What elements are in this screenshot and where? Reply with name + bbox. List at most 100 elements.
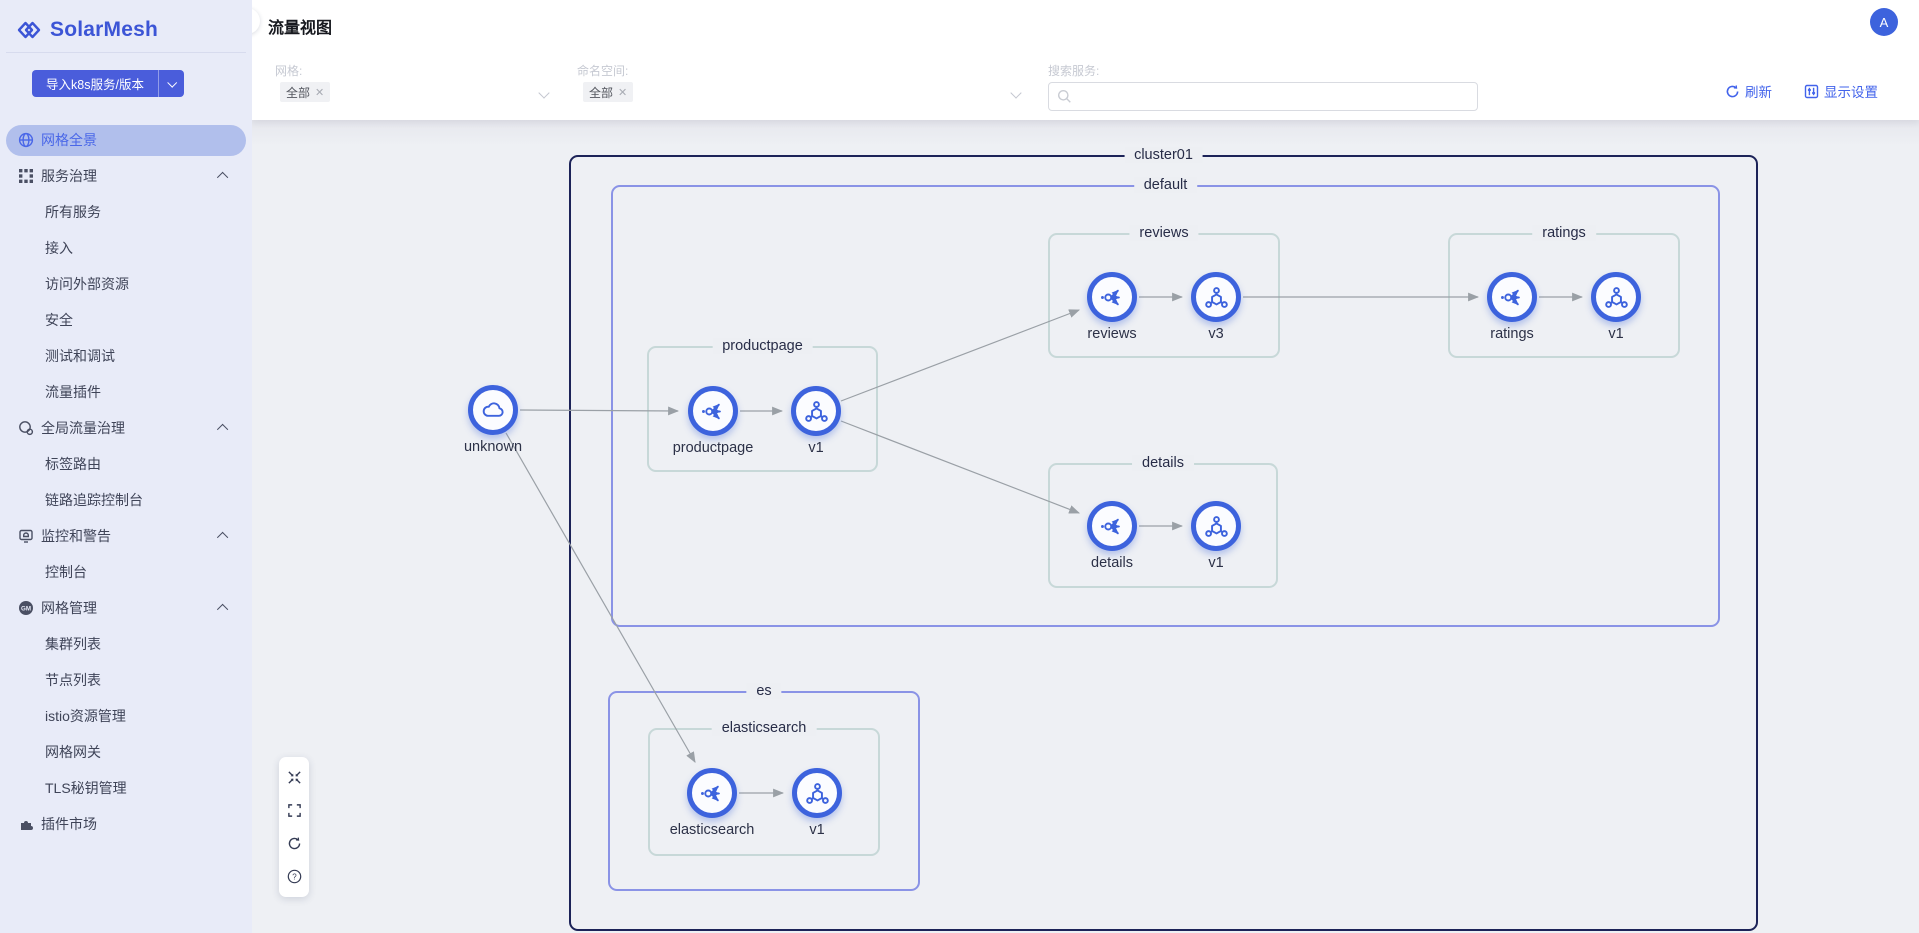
mesh-management-icon: GM	[18, 600, 34, 616]
page-title: 流量视图	[268, 20, 333, 37]
sidebar: SolarMesh 导入k8s服务/版本 网格全景 服务治理 所有服务 接入 访…	[0, 0, 252, 933]
monitor-alert-icon	[18, 528, 34, 544]
node-elasticsearch-v1[interactable]: v1	[747, 768, 887, 838]
refresh-button[interactable]: 刷新	[1725, 81, 1772, 101]
import-k8s-button[interactable]: 导入k8s服务/版本	[32, 70, 158, 97]
group-box-productpage: productpage	[647, 338, 878, 472]
workload-icon	[804, 400, 828, 422]
namespace-select-chevron-down-icon[interactable]	[1010, 87, 1022, 99]
sidebar-item-security[interactable]: 安全	[45, 312, 73, 328]
topology-canvas[interactable]: cluster01 default es productpage reviews…	[252, 120, 1919, 933]
global-traffic-icon	[18, 420, 34, 436]
avatar[interactable]: A	[1870, 8, 1898, 36]
chevron-up-icon	[216, 423, 229, 436]
group-label: ratings	[1532, 225, 1596, 241]
node-reviews-service[interactable]: reviews	[1042, 272, 1182, 342]
group-label: elasticsearch	[711, 720, 817, 736]
service-governance-icon	[18, 168, 34, 184]
node-reviews-v3[interactable]: v3	[1146, 272, 1286, 342]
sidebar-item-tracing-console[interactable]: 链路追踪控制台	[45, 492, 143, 508]
sidebar-item-label-routing[interactable]: 标签路由	[45, 456, 101, 472]
sidebar-item-tls-secrets[interactable]: TLS秘钥管理	[45, 780, 127, 796]
fit-view-button[interactable]	[281, 762, 307, 793]
sidebar-item-all-services[interactable]: 所有服务	[45, 204, 101, 220]
display-settings-icon	[1804, 84, 1819, 98]
solarmesh-logo-icon	[17, 21, 41, 39]
sidebar-item-external-resources[interactable]: 访问外部资源	[45, 276, 129, 292]
cloud-icon	[482, 401, 504, 417]
sidebar-group-mesh-management[interactable]: GM 网格管理	[0, 590, 252, 626]
service-icon	[1100, 518, 1120, 534]
group-box-details: details	[1048, 455, 1278, 588]
workload-icon	[1204, 515, 1228, 537]
namespace-box-default: default	[611, 177, 1720, 627]
sidebar-item-mesh-gateway[interactable]: 网格网关	[45, 744, 101, 760]
node-unknown[interactable]: unknown	[423, 385, 563, 455]
import-k8s-caret-button[interactable]	[158, 70, 184, 97]
node-productpage-service[interactable]: productpage	[643, 386, 783, 456]
active-item-highlight	[6, 124, 246, 156]
group-label: productpage	[712, 338, 813, 354]
group-label: details	[1132, 455, 1194, 471]
reload-icon	[288, 837, 300, 850]
sidebar-group-service-governance[interactable]: 服务治理	[0, 158, 252, 194]
svg-text:GM: GM	[21, 606, 31, 613]
help-button[interactable]: ?	[281, 861, 307, 892]
chevron-up-icon	[216, 171, 229, 184]
workload-icon	[1604, 286, 1628, 308]
chevron-down-icon	[167, 77, 178, 88]
node-elasticsearch-service[interactable]: elasticsearch	[642, 768, 782, 838]
workload-icon	[805, 782, 829, 804]
service-icon	[1100, 289, 1120, 305]
svg-text:?: ?	[292, 872, 297, 881]
node-details-v1[interactable]: v1	[1146, 501, 1286, 571]
group-box-ratings: ratings	[1448, 225, 1680, 358]
node-ratings-service[interactable]: ratings	[1442, 272, 1582, 342]
sidebar-item-mesh-overview[interactable]: 网格全景	[0, 122, 252, 158]
mesh-select-chevron-down-icon[interactable]	[538, 87, 550, 99]
group-box-reviews: reviews	[1048, 225, 1280, 358]
namespace-label: default	[1133, 177, 1198, 193]
sidebar-divider	[6, 52, 246, 53]
node-details-service[interactable]: details	[1042, 501, 1182, 571]
service-icon	[700, 785, 720, 801]
fullscreen-button[interactable]	[281, 795, 307, 826]
refresh-icon	[1726, 84, 1739, 97]
sidebar-item-traffic-plugin[interactable]: 流量插件	[45, 384, 101, 400]
node-productpage-v1[interactable]: v1	[746, 386, 886, 456]
chevron-up-icon	[216, 603, 229, 616]
fullscreen-icon	[287, 804, 301, 817]
search-icon	[1058, 90, 1071, 103]
remove-tag-icon[interactable]: ✕	[315, 86, 325, 99]
sidebar-nav: 网格全景 服务治理 所有服务 接入 访问外部资源 安全 测试和调试 流量插件 全…	[0, 122, 252, 842]
sidebar-item-istio-resources[interactable]: istio资源管理	[45, 708, 126, 724]
node-ratings-v1[interactable]: v1	[1546, 272, 1686, 342]
header: 流量视图 A	[234, 0, 1919, 49]
mesh-filter-tag[interactable]: 全部 ✕	[280, 82, 331, 102]
group-label: reviews	[1129, 225, 1199, 241]
workload-icon	[1204, 286, 1228, 308]
remove-tag-icon[interactable]: ✕	[618, 86, 628, 99]
reload-button[interactable]	[281, 828, 307, 859]
app-name: SolarMesh	[50, 18, 158, 41]
namespace-label: es	[746, 683, 782, 699]
sidebar-group-global-traffic[interactable]: 全局流量治理	[0, 410, 252, 446]
app-logo: SolarMesh	[0, 0, 252, 46]
display-settings-button[interactable]: 显示设置	[1804, 81, 1878, 101]
plugin-market-icon	[18, 816, 34, 832]
sidebar-item-console[interactable]: 控制台	[45, 564, 87, 580]
import-k8s-split-button: 导入k8s服务/版本	[32, 70, 184, 97]
namespace-filter-tag[interactable]: 全部 ✕	[583, 82, 634, 102]
sidebar-group-monitor-alert[interactable]: 监控和警告	[0, 518, 252, 554]
namespace-box-es: es	[608, 683, 920, 891]
sidebar-item-access[interactable]: 接入	[45, 240, 73, 256]
sidebar-item-cluster-list[interactable]: 集群列表	[45, 636, 101, 652]
sidebar-item-plugin-market[interactable]: 插件市场	[0, 806, 252, 842]
sidebar-item-node-list[interactable]: 节点列表	[45, 672, 101, 688]
mesh-filter-label: 网格:	[275, 64, 303, 78]
filter-bar: 网格: 全部 ✕ 命名空间: 全部 ✕ 搜索服务: 刷新 显示设置	[252, 49, 1919, 120]
search-service-input[interactable]	[1078, 89, 1469, 104]
sidebar-item-test-debug[interactable]: 测试和调试	[45, 348, 115, 364]
service-icon	[701, 403, 721, 419]
help-icon: ?	[287, 869, 301, 884]
